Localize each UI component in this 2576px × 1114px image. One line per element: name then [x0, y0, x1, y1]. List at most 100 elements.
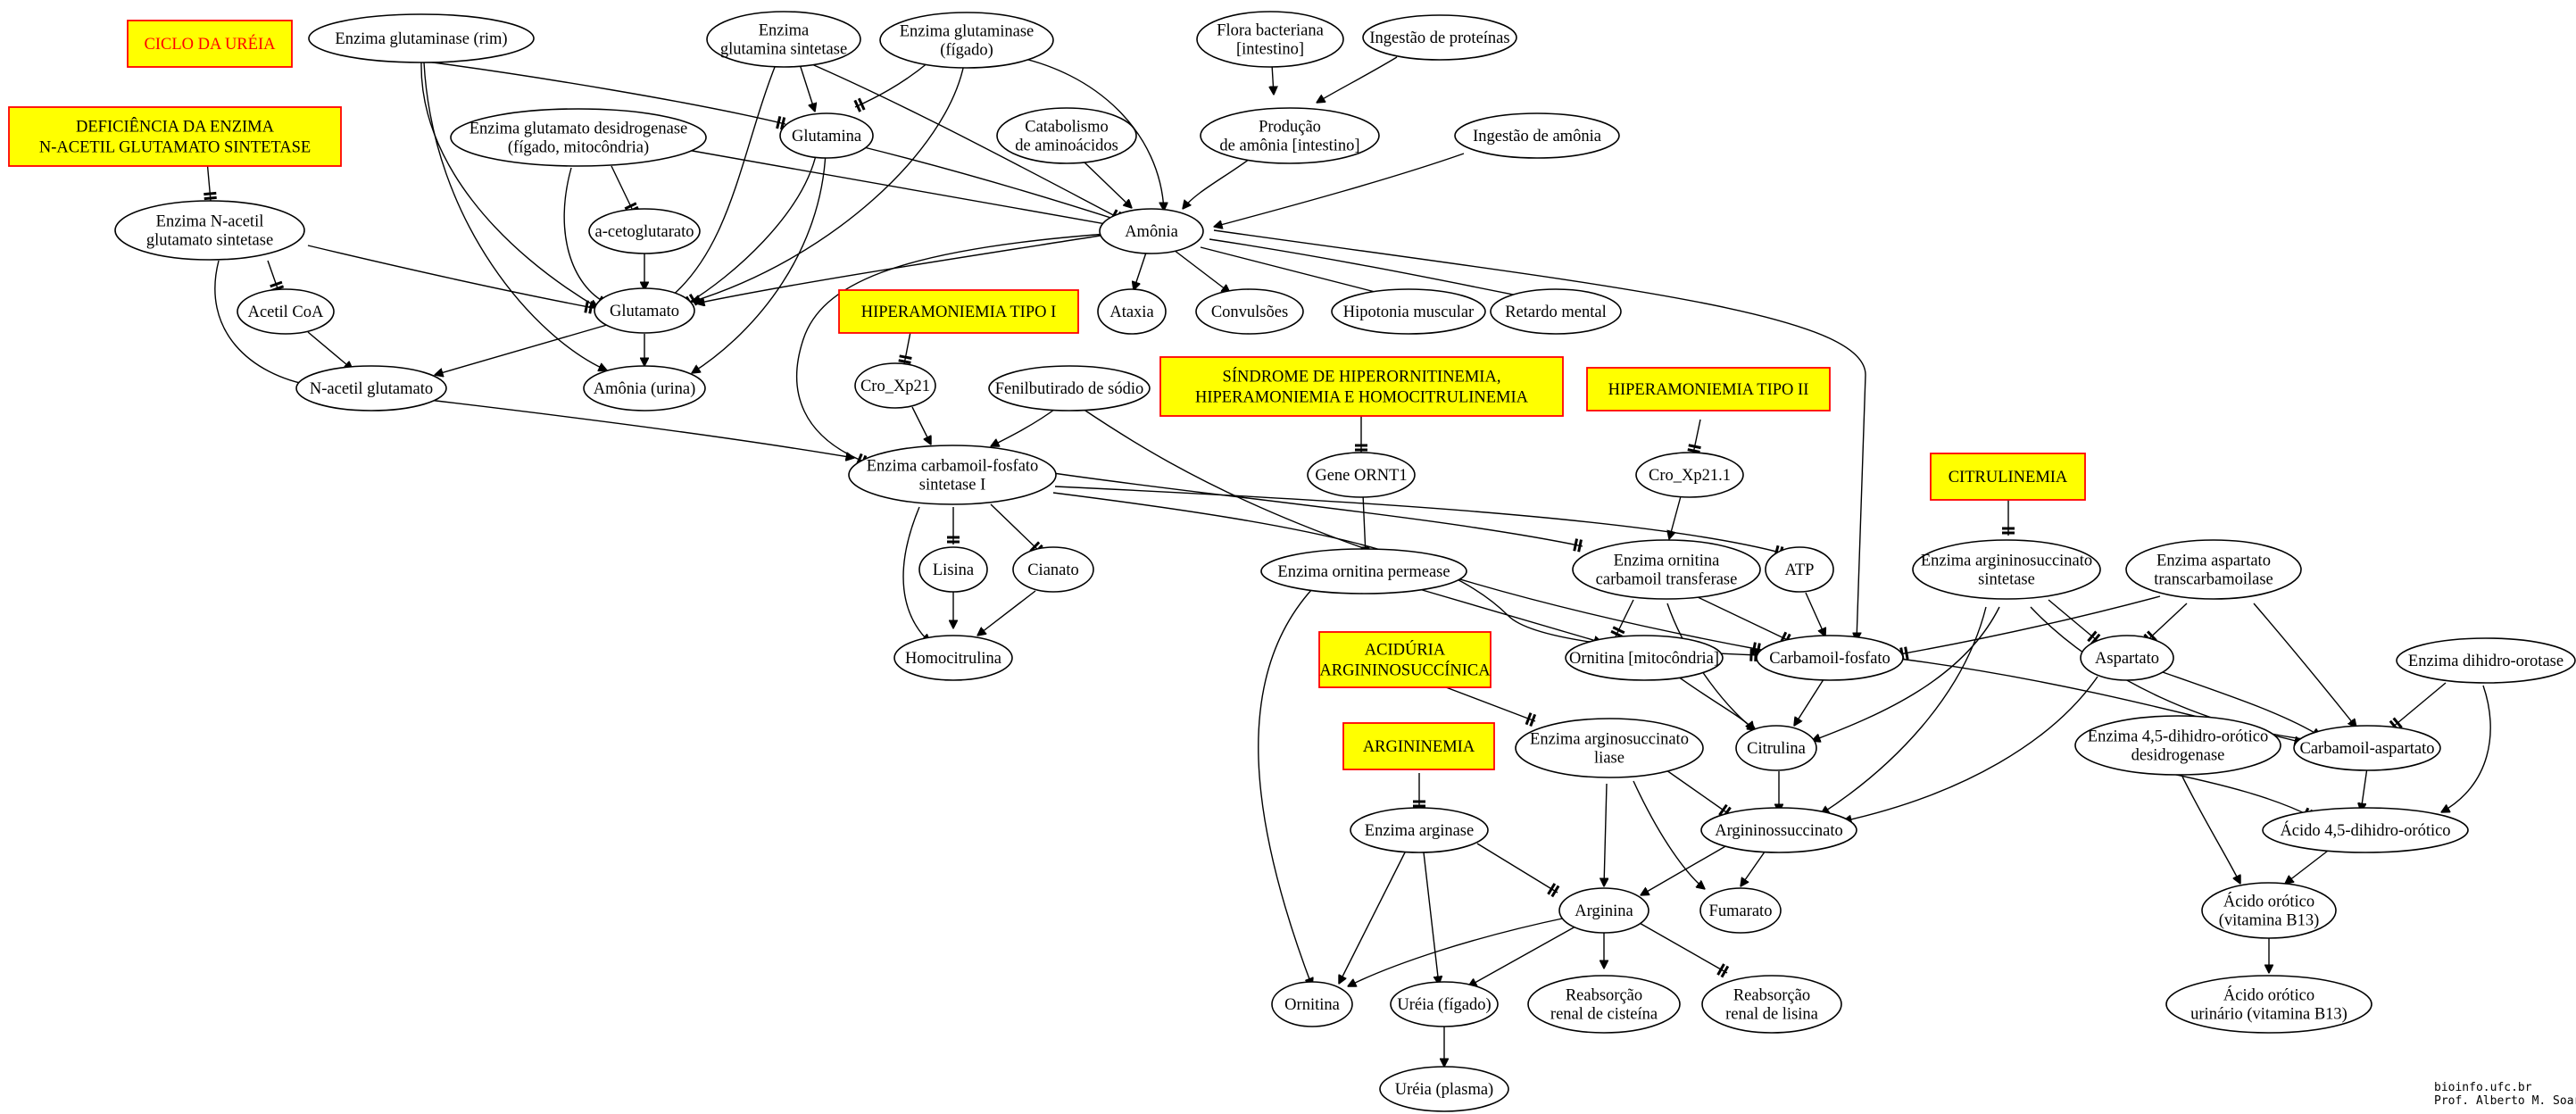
node-cps-shape [848, 445, 1057, 505]
node-acetilcoa: Acetil CoA [237, 288, 335, 335]
node-ornitina: Ornitina [1271, 981, 1353, 1027]
edge-ass-to-citrulina [1812, 606, 2000, 741]
node-nags-label: glutamato sintetase [146, 232, 273, 250]
edge-orntl-to-permease [1363, 494, 1366, 555]
edge-cps-to-homocit [902, 506, 930, 643]
box-citrulinemia-shape [1930, 453, 2086, 501]
node-orntl-label: Gene ORNT1 [1315, 467, 1407, 485]
edge-glutamina-to-amonia [856, 145, 1122, 221]
box-sindrome: SÍNDROME DE HIPERORNITINEMIA,HIPERAMONIE… [1159, 356, 1564, 417]
edge-glut-rim-to-glutamina-tee-1 [780, 117, 786, 130]
box-aciduria-label: ARGININOSUCCÍNICA [1319, 661, 1491, 680]
node-convulsoes: Convulsões [1195, 288, 1304, 335]
edge-aspartato-to-argsucc [1843, 676, 2098, 821]
node-asl-label: liase [1594, 750, 1625, 768]
edge-aco45-to-orotico [2285, 847, 2332, 884]
node-glut-figado: Enzima glutaminase(fígado) [879, 12, 1054, 69]
box-aciduria-label: ACIDÚRIA [1365, 640, 1446, 660]
box-sindrome-label: HIPERAMONIEMIA E HOMOCITRULINEMIA [1195, 389, 1529, 407]
node-amonia-urina-shape [583, 365, 706, 412]
edge-cps-to-cianato [990, 503, 1041, 553]
edge-asl-to-argsucc [1659, 765, 1730, 815]
node-reab-cist-shape [1527, 975, 1681, 1034]
node-ingest-amonia-label: Ingestão de amônia [1473, 128, 1601, 145]
edge-otc-to-carbfosf [1695, 595, 1791, 642]
box-hiper1: HIPERAMONIEMIA TIPO I [838, 289, 1079, 334]
edge-glut-sint-to-amonia [807, 62, 1121, 220]
node-orntl-shape [1307, 452, 1416, 498]
node-argsucc-label: Argininossuccinato [1715, 822, 1843, 840]
edge-arginase-to-arginina [1476, 843, 1558, 894]
node-orotico-shape [2201, 882, 2337, 939]
edge-glut-figado-to-amonia [1008, 54, 1164, 211]
node-flora-label: Flora bacteriana [1217, 22, 1324, 40]
node-dho: Enzima dihidro-orotase [2396, 637, 2576, 684]
node-glutamato-label: Glutamato [610, 303, 679, 320]
edge-arginina-to-ornitina [1348, 917, 1567, 986]
edge-glut-sint-to-glutamato [664, 62, 777, 303]
node-cps-label: sintetase I [919, 477, 986, 495]
edge-arginina-to-reab-lis [1637, 921, 1728, 974]
node-dho-label: Enzima dihidro-orotase [2408, 653, 2564, 670]
node-homocit: Homocitrulina [893, 635, 1013, 681]
edge-permease-to-ornitina [1258, 588, 1312, 986]
node-arginase-label: Enzima arginase [1365, 822, 1474, 840]
node-acetilcoa-shape [237, 288, 335, 335]
edge-hiper1-to-cro21-tee-2 [899, 354, 912, 360]
node-hipotonia: Hipotonia muscular [1331, 288, 1486, 335]
edge-carbfosf-to-citrulina [1794, 676, 1826, 726]
node-carbasp-shape [2293, 725, 2441, 771]
node-arginina-label: Arginina [1575, 902, 1633, 920]
node-cetoglut-shape [588, 208, 701, 254]
edge-arginase-to-arginina-tee-1 [1550, 885, 1560, 898]
node-amonia-label: Amônia [1125, 223, 1178, 241]
edge-dho-to-aco45 [2441, 685, 2491, 812]
box-citrulinemia: CITRULINEMIA [1930, 453, 2086, 501]
edge-glut-figado-to-glutamato [692, 63, 965, 302]
node-dho-shape [2396, 637, 2576, 684]
node-glutamina: Glutamina [779, 112, 874, 159]
node-arginina: Arginina [1558, 887, 1649, 934]
edge-atp-to-carbfosf [1805, 592, 1825, 636]
edge-glut-rim-to-glutamato [420, 62, 598, 308]
node-orotico-label: (vitamina B13) [2219, 912, 2320, 930]
node-orn-mito-label: Ornitina [mitocôndria] [1569, 650, 1719, 668]
box-hiper1-label: HIPERAMONIEMIA TIPO I [861, 303, 1057, 321]
node-orot-urin-label: Ácido orótico [2223, 985, 2314, 1005]
node-glut-rim-shape [308, 13, 535, 63]
node-ingest-amonia-shape [1454, 112, 1620, 159]
node-carbasp: Carbamoil-aspartato [2293, 725, 2441, 771]
node-cro21: Cro_Xp21 [854, 362, 936, 409]
edge-nags-to-glutamato-tee-2 [584, 300, 589, 313]
node-amonia-urina: Amônia (urina) [583, 365, 706, 412]
node-hipotonia-label: Hipotonia muscular [1343, 303, 1474, 321]
edge-gdh-to-glutamato [563, 167, 607, 303]
node-aspartato-shape [2080, 635, 2174, 681]
node-fenil-shape [988, 365, 1151, 412]
edge-arginina-to-reab-lis-tee-2 [1716, 963, 1725, 976]
node-acetilcoa-label: Acetil CoA [248, 303, 324, 321]
node-producao-label: de amônia [intestino] [1219, 137, 1359, 155]
edge-ass-to-aspartato [2048, 599, 2098, 642]
node-ureia-p: Uréia (plasma) [1379, 1066, 1509, 1112]
edge-hiper2-to-cro211-tee-1 [1687, 448, 1700, 453]
edge-nags-to-nacetil [214, 260, 312, 386]
node-fenil-label: Fenilbutirado de sódio [995, 380, 1143, 398]
node-cetoglut: a-cetoglutarato [588, 208, 701, 254]
edge-otc-to-orn-mito-tee-2 [1612, 626, 1625, 635]
node-reab-lis-shape [1701, 975, 1842, 1034]
node-orn-mito-shape [1565, 635, 1724, 681]
node-asl-label: Enzima arginosuccinato [1530, 731, 1689, 749]
node-carbfosf-label: Carbamoil-fosfato [1769, 650, 1890, 668]
node-argsucc-shape [1700, 807, 1857, 853]
edge-arginina-to-ureia [1468, 926, 1576, 986]
node-orotico-label: Ácido orótico [2223, 892, 2314, 911]
node-asl-shape [1515, 718, 1704, 778]
node-cetoglut-label: a-cetoglutarato [595, 223, 694, 241]
